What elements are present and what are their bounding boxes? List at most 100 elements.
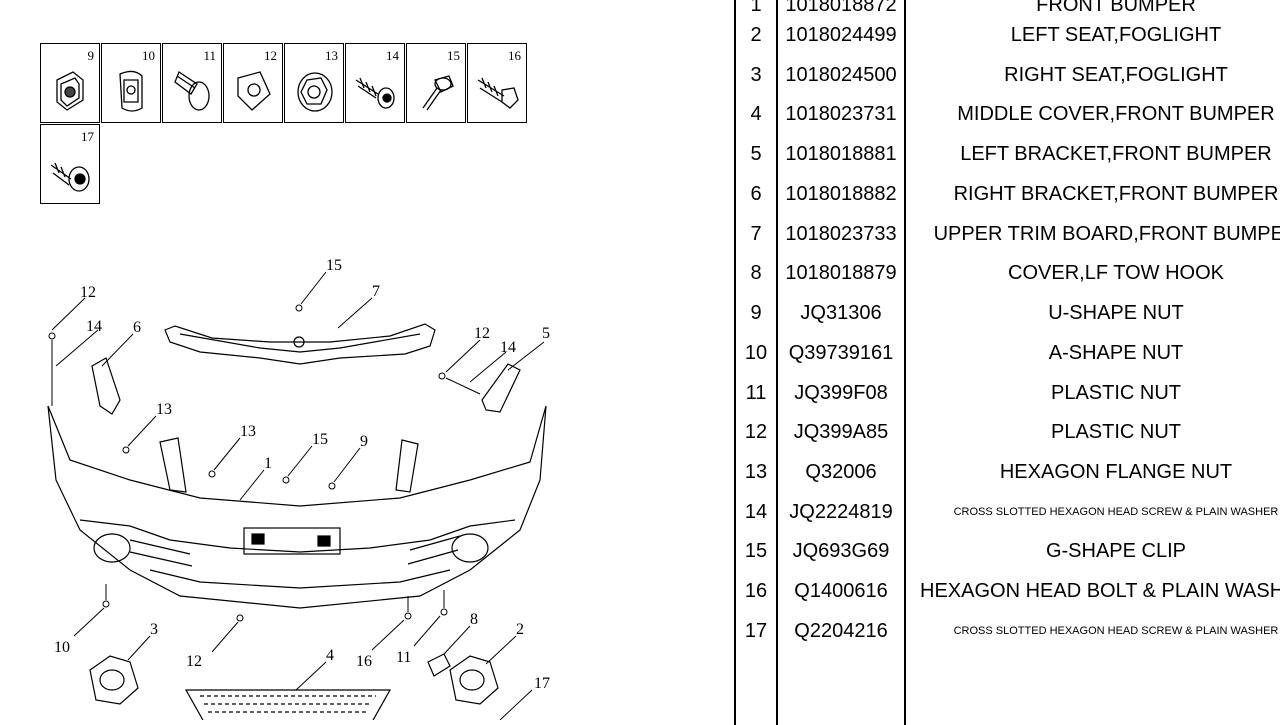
callout-label: 2: [516, 621, 524, 638]
callout-label: 17: [534, 675, 550, 692]
fastener-number: 11: [203, 48, 216, 63]
part-number: 1018018879: [785, 262, 897, 284]
part-no: 17: [744, 620, 768, 642]
part-name: COVER,LF TOW HOOK: [1008, 262, 1224, 284]
part-number: 1018024499: [785, 24, 897, 46]
fastener-cell: 11: [162, 43, 222, 123]
fastener-number: 13: [325, 48, 338, 63]
fastener-number: 9: [87, 48, 95, 63]
fastener-number: 14: [386, 48, 399, 63]
fastener-cell: 9: [40, 43, 100, 123]
callout-label: 8: [470, 611, 478, 628]
part-number: Q39739161: [788, 342, 894, 364]
fastener-cell: 15: [406, 43, 466, 123]
part-name: G-SHAPE CLIP: [1045, 540, 1187, 562]
table-row: 17 Q2204216 CROSS SLOTTED HEXAGON HEAD SCR…: [734, 611, 1280, 651]
part-number: 1018018882: [785, 183, 897, 205]
part-no: 14: [744, 501, 768, 523]
part-number: JQ693G69: [792, 540, 890, 562]
screw-washer-icon: [50, 162, 90, 192]
fastener-number: 15: [447, 48, 460, 63]
part-number: 1018018872: [785, 0, 897, 16]
table-row: 2 1018024499 LEFT SEAT,FOGLIGHT: [734, 15, 1280, 55]
part-no: 9: [750, 302, 762, 324]
left-fog-seat-drawing: [449, 655, 499, 705]
part-no: 10: [744, 342, 768, 364]
exploded-diagram: 12 14 6 15 7 12 14 5 13 13 1 15 9 10 3 1…: [0, 230, 600, 723]
table-column-line: [776, 0, 778, 725]
callout-label: 12: [474, 325, 490, 342]
part-number: JQ399F08: [794, 382, 888, 404]
callout-label: 6: [133, 319, 141, 336]
part-no: 5: [750, 143, 762, 165]
part-no: 12: [744, 421, 768, 443]
callout-label: 14: [86, 318, 102, 335]
right-fog-seat-drawing: [89, 655, 139, 705]
part-no: 15: [744, 540, 768, 562]
table-row: 9 JQ31306 U-SHAPE NUT: [734, 293, 1280, 333]
part-name: HEXAGON FLANGE NUT: [999, 461, 1233, 483]
part-no: 4: [750, 103, 762, 125]
part-name: HEXAGON HEAD BOLT & PLAIN WASHER: [920, 580, 1280, 602]
fastener-cell: 17: [40, 124, 100, 204]
part-name: RIGHT BRACKET,FRONT BUMPER: [953, 183, 1279, 205]
callout-label: 1: [264, 455, 272, 472]
fastener-number: 10: [142, 48, 155, 63]
left-bracket-drawing: [481, 363, 521, 413]
part-name: U-SHAPE NUT: [1048, 302, 1184, 324]
part-name: UPPER TRIM BOARD,FRONT BUMPER: [933, 223, 1280, 245]
part-no: 2: [750, 24, 762, 46]
part-name: LEFT BRACKET,FRONT BUMPER: [960, 143, 1272, 165]
fastener-number: 17: [81, 129, 94, 144]
callout-label: 15: [326, 257, 342, 274]
callout-label: 16: [356, 653, 372, 670]
part-no: 1: [750, 0, 762, 16]
callout-label: 14: [500, 339, 516, 356]
table-column-line: [734, 0, 736, 725]
front-bumper-drawing: [47, 405, 547, 609]
part-number: 1018023731: [785, 103, 897, 125]
part-number: Q1400616: [794, 580, 888, 602]
fastener-cell: 12: [223, 43, 283, 123]
upper-trim-board-drawing: [164, 323, 436, 365]
fastener-cell: 10: [101, 43, 161, 123]
screw-washer-icon: [355, 77, 395, 109]
part-name: PLASTIC NUT: [1050, 421, 1182, 443]
table-row: 8 1018018879 COVER,LF TOW HOOK: [734, 253, 1280, 293]
part-name: MIDDLE COVER,FRONT BUMPER: [957, 103, 1275, 125]
part-no: 13: [744, 461, 768, 483]
part-name: A-SHAPE NUT: [1048, 342, 1184, 364]
hexagon-bolt-icon: [477, 77, 519, 109]
part-number: JQ399A85: [793, 421, 889, 443]
table-row: 12 JQ399A85 PLASTIC NUT: [734, 412, 1280, 452]
part-number: JQ31306: [800, 302, 882, 324]
part-number: JQ2224819: [789, 501, 893, 523]
table-column-line: [904, 0, 906, 725]
callout-label: 7: [372, 283, 380, 300]
table-row: 4 1018023731 MIDDLE COVER,FRONT BUMPER: [734, 94, 1280, 134]
fastener-grid: 9 10 11 12 13 14 15: [40, 43, 528, 207]
part-name: RIGHT SEAT,FOGLIGHT: [1004, 64, 1228, 86]
a-shape-nut-icon: [119, 70, 143, 112]
callout-label: 5: [542, 325, 550, 342]
callout-label: 12: [186, 653, 202, 670]
part-number: 1018024500: [785, 64, 897, 86]
table-row: 15 JQ693G69 G-SHAPE CLIP: [734, 531, 1280, 571]
callout-label: 3: [150, 621, 158, 638]
part-number: Q2204216: [794, 620, 888, 642]
part-name: LEFT SEAT,FOGLIGHT: [1010, 24, 1222, 46]
fastener-number: 12: [264, 48, 277, 63]
part-no: 8: [750, 262, 762, 284]
part-name: CROSS SLOTTED HEXAGON HEAD SCREW & PLAIN…: [953, 625, 1279, 637]
table-row: 10 Q39739161 A-SHAPE NUT: [734, 333, 1280, 373]
fastener-cell: 16: [467, 43, 527, 123]
callout-label: 13: [240, 423, 256, 440]
